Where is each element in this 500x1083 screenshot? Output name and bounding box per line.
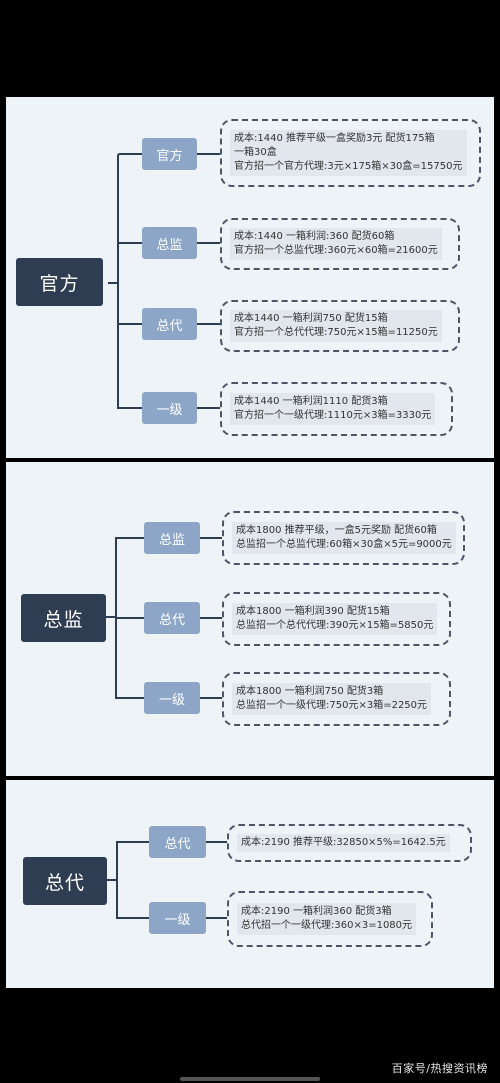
- detail-line: 一箱30盒: [234, 147, 277, 158]
- watermark: 百家号/热搜资讯榜: [391, 1062, 488, 1075]
- detail-line: 官方招一个总监代理:360元×60箱=21600元: [234, 245, 438, 256]
- detail-line: 成本:1440 一箱利润:360 配货60箱: [234, 231, 395, 242]
- branch-node: 总代: [149, 826, 206, 858]
- branch-node: 总代: [142, 308, 197, 340]
- detail-line: 成本:2190 一箱利润360 配货3箱: [241, 906, 392, 917]
- section-official: 官方 官方 成本:1440 推荐平级一盒奖励3元 配货175箱 一箱30盒 官方…: [6, 97, 494, 458]
- detail-line: 成本1800 推荐平级，一盒5元奖励 配货60箱: [236, 525, 437, 536]
- connector-lines: [108, 153, 220, 409]
- branch-node: 官方: [142, 138, 197, 170]
- connector-lines: [106, 537, 222, 699]
- branch-node: 一级: [144, 682, 200, 714]
- detail-box: 成本:2190 推荐平级:32850×5%=1642.5元: [227, 824, 472, 862]
- root-node: 总监: [21, 594, 106, 642]
- section-director: 总监 总监 成本1800 推荐平级，一盒5元奖励 配货60箱 总监招一个总监代理…: [6, 462, 494, 776]
- detail-line: 官方招一个一级代理:1110元×3箱=3330元: [234, 410, 432, 421]
- detail-box: 成本1800 一箱利润750 配货3箱 总监招一个一级代理:750元×3箱=22…: [222, 672, 451, 726]
- detail-box: 成本1800 推荐平级，一盒5元奖励 配货60箱 总监招一个总监代理:60箱×3…: [222, 511, 465, 565]
- detail-box: 成本1800 一箱利润390 配货15箱 总监招一个总代代理:390元×15箱=…: [222, 592, 451, 646]
- connector-lines: [107, 841, 227, 919]
- detail-line: 总代招一个一级代理:360×3=1080元: [241, 920, 413, 931]
- detail-line: 成本1800 一箱利润390 配货15箱: [236, 606, 390, 617]
- detail-box: 成本1440 一箱利润1110 配货3箱 官方招一个一级代理:1110元×3箱=…: [220, 382, 453, 436]
- section-general-agent: 总代 总代 成本:2190 推荐平级:32850×5%=1642.5元 一级 成…: [6, 780, 494, 988]
- detail-box: 成本:2190 一箱利润360 配货3箱 总代招一个一级代理:360×3=108…: [227, 891, 433, 947]
- branch-node: 一级: [142, 392, 197, 424]
- detail-line: 成本1440 一箱利润1110 配货3箱: [234, 396, 388, 407]
- root-node: 总代: [23, 857, 107, 905]
- detail-box: 成本:1440 一箱利润:360 配货60箱 官方招一个总监代理:360元×60…: [220, 218, 460, 270]
- home-indicator[interactable]: [180, 1077, 320, 1081]
- detail-box: 成本1440 一箱利润750 配货15箱 官方招一个总代代理:750元×15箱=…: [220, 300, 460, 352]
- branch-node: 总监: [144, 522, 200, 554]
- detail-line: 成本:2190 推荐平级:32850×5%=1642.5元: [241, 837, 446, 848]
- detail-line: 成本1440 一箱利润750 配货15箱: [234, 313, 388, 324]
- detail-line: 总监招一个一级代理:750元×3箱=2250元: [236, 700, 428, 711]
- branch-node: 总代: [144, 602, 200, 634]
- detail-line: 成本1800 一箱利润750 配货3箱: [236, 686, 384, 697]
- branch-node: 一级: [149, 902, 206, 934]
- detail-line: 成本:1440 推荐平级一盒奖励3元 配货175箱: [234, 133, 435, 144]
- branch-node: 总监: [142, 227, 197, 259]
- detail-box: 成本:1440 推荐平级一盒奖励3元 配货175箱 一箱30盒 官方招一个官方代…: [220, 119, 481, 187]
- detail-line: 总监招一个总代代理:390元×15箱=5850元: [236, 620, 434, 631]
- detail-line: 官方招一个总代代理:750元×15箱=11250元: [234, 327, 438, 338]
- detail-line: 官方招一个官方代理:3元×175箱×30盒=15750元: [234, 161, 463, 172]
- root-node: 官方: [16, 258, 103, 306]
- detail-line: 总监招一个总监代理:60箱×30盒×5元=9000元: [236, 539, 452, 550]
